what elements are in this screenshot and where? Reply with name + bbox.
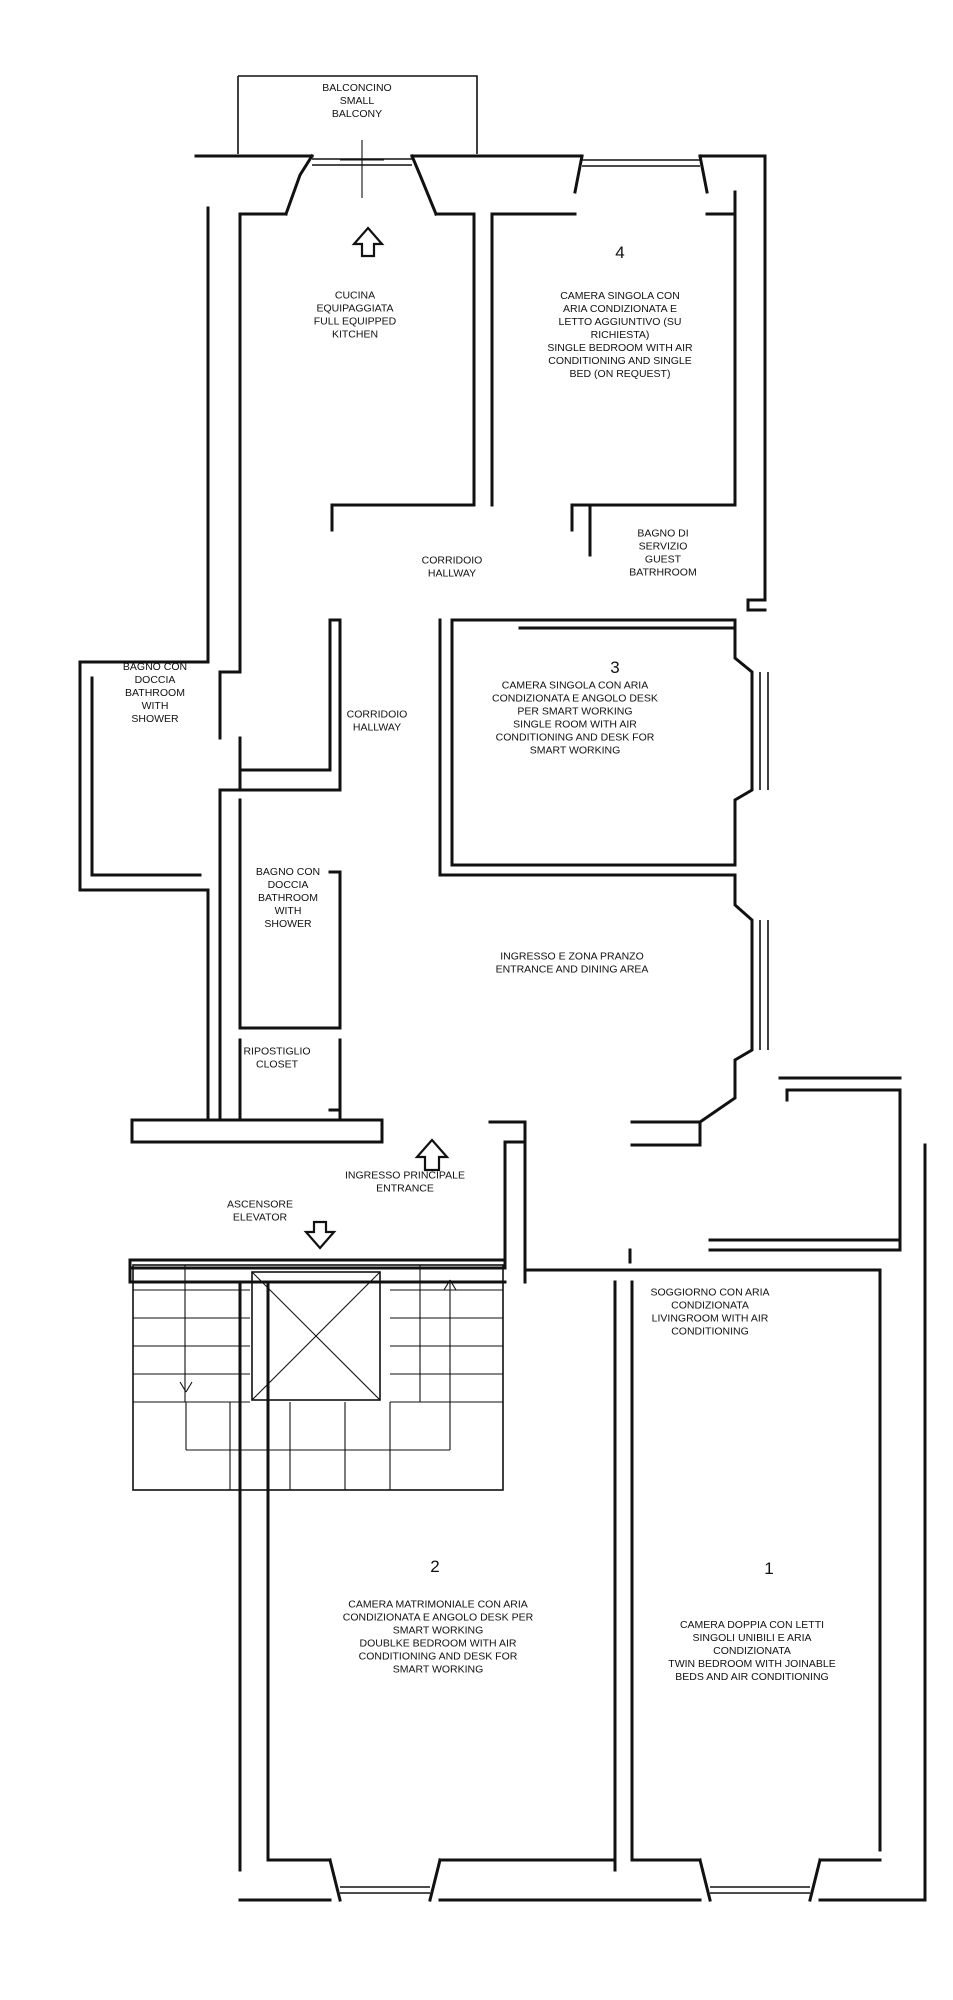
bedroom-1-number: 1 — [764, 1559, 773, 1578]
room-label-line: CAMERA SINGOLA CON ARIA — [502, 680, 648, 692]
room-label-line: BALCONCINO — [322, 82, 391, 94]
room-label-line: SERVIZIO — [639, 541, 688, 553]
room-label-line: SMALL — [340, 95, 375, 107]
room-label-line: CAMERA MATRIMONIALE CON ARIA — [348, 1599, 528, 1611]
room-label-line: CONDITIONING AND DESK FOR — [496, 732, 655, 744]
room-label-line: CONDIZIONATA — [713, 1645, 791, 1657]
bedroom-4-number: 4 — [615, 243, 624, 262]
room-label-line: BALCONY — [332, 108, 382, 120]
room-label-line: SINGLE ROOM WITH AIR — [513, 719, 637, 731]
room-label-line: ENTRANCE — [376, 1183, 434, 1195]
room-label-line: CONDITIONING — [671, 1326, 749, 1338]
room-label-line: CONDIZIONATA E ANGOLO DESK PER — [343, 1612, 534, 1624]
room-label-line: SMART WORKING — [393, 1664, 484, 1676]
room-label-line: BAGNO CON — [123, 661, 187, 673]
room-label-line: ASCENSORE — [227, 1199, 293, 1211]
room-label-line: BATHROOM — [258, 892, 318, 904]
room-label-line: LIVINGROOM WITH AIR — [652, 1313, 769, 1325]
room-label-line: CUCINA — [335, 290, 375, 302]
room-label-line: CAMERA SINGOLA CON — [560, 290, 680, 302]
room-label-line: PER SMART WORKING — [517, 706, 632, 718]
room-label-line: SMART WORKING — [530, 745, 621, 757]
room-label-line: GUEST — [645, 554, 682, 566]
room-label-line: CONDITIONING AND SINGLE — [548, 355, 692, 367]
room-label-line: SMART WORKING — [393, 1625, 484, 1637]
room-label-line: RIPOSTIGLIO — [243, 1046, 310, 1058]
room-label-line: WITH — [142, 700, 169, 712]
elevator-arrow — [303, 1220, 337, 1250]
room-label-line: SINGLE BEDROOM WITH AIR — [547, 342, 693, 354]
room-label-line: HALLWAY — [428, 568, 476, 580]
room-label-line: CONDIZIONATA E ANGOLO DESK — [492, 693, 658, 705]
room-label-line: SHOWER — [131, 713, 179, 725]
room-label-line: EQUIPAGGIATA — [316, 303, 393, 315]
staircase — [132, 1264, 504, 1491]
room-label-line: CONDITIONING AND DESK FOR — [359, 1651, 518, 1663]
room-label-line: CLOSET — [256, 1059, 299, 1071]
room-label-line: CONDIZIONATA — [671, 1300, 749, 1312]
room-label-line: BATRHROOM — [629, 567, 696, 579]
room-label-line: KITCHEN — [332, 329, 378, 341]
arrows — [303, 226, 450, 1250]
room-label-line: FULL EQUIPPED — [314, 316, 397, 328]
room-label-line: BATHROOM — [125, 687, 185, 699]
bedroom-2-number: 2 — [430, 1557, 439, 1576]
room-label-line: BED (ON REQUEST) — [570, 368, 671, 380]
room-label-line: BAGNO CON — [256, 866, 320, 878]
room-label-line: INGRESSO PRINCIPALE — [345, 1170, 465, 1182]
room-label-line: INGRESSO E ZONA PRANZO — [500, 951, 644, 963]
kitchen-arrow — [351, 226, 385, 258]
room-label-line: CAMERA DOPPIA CON LETTI — [680, 1619, 824, 1631]
room-label-line: DOCCIA — [135, 674, 176, 686]
room-label-line: SOGGIORNO CON ARIA — [650, 1287, 769, 1299]
entrance-arrow — [414, 1138, 450, 1172]
room-label-line: WITH — [275, 905, 302, 917]
bedroom-3-number: 3 — [610, 658, 619, 677]
room-label-line: ELEVATOR — [233, 1212, 288, 1224]
room-label-line: CORRIDOIO — [422, 555, 483, 567]
room-label-line: CORRIDOIO — [347, 709, 408, 721]
room-label-line: ARIA CONDIZIONATA E — [563, 303, 677, 315]
walls — [78, 75, 927, 1902]
room-label-line: BEDS AND AIR CONDITIONING — [675, 1671, 828, 1683]
room-label-line: DOUBLKE BEDROOM WITH AIR — [360, 1638, 517, 1650]
room-label-line: DOCCIA — [268, 879, 309, 891]
room-label-line: BAGNO DI — [637, 528, 688, 540]
room-label-line: SINGOLI UNIBILI E ARIA — [692, 1632, 811, 1644]
room-label-line: TWIN BEDROOM WITH JOINABLE — [668, 1658, 835, 1670]
room-label-line: SHOWER — [264, 918, 312, 930]
room-label-line: RICHIESTA) — [591, 329, 650, 341]
room-label-line: HALLWAY — [353, 722, 401, 734]
room-label-line: ENTRANCE AND DINING AREA — [496, 964, 649, 976]
room-label-line: LETTO AGGIUNTIVO (SU — [559, 316, 682, 328]
